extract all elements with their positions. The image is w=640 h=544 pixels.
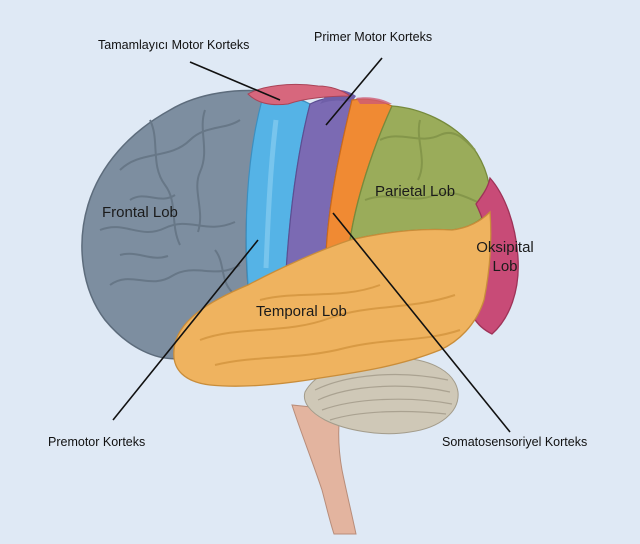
label-primary-motor-cortex: Primer Motor Korteks [314,30,433,44]
label-temporal-lobe: Temporal Lob [256,303,347,320]
temporal-lobe [173,210,492,387]
label-frontal-lobe: Frontal Lob [102,204,178,221]
temporal-gyri [199,284,461,366]
frontal-gyri [99,109,241,293]
parietal-gyri [364,119,486,206]
label-occipital-line2: Lob [492,258,518,275]
cerebellum-folds [314,373,453,421]
leader-supplementary [189,61,281,101]
label-somatosensory-cortex: Somatosensoriyel Korteks [442,435,588,449]
label-occipital-lobe: Oksipital Lob [466,238,544,276]
label-parietal-lobe: Parietal Lob [375,183,456,200]
leader-somatosensory [332,212,511,433]
supplementary-motor-right [356,97,392,104]
leader-premotor [112,239,259,421]
label-supplementary-motor-cortex: Tamamlayıcı Motor Korteks [98,38,250,52]
brainstem [291,404,357,535]
leader-primary-motor [325,57,383,126]
leader-lines [112,57,511,433]
premotor-highlight [263,119,279,269]
label-occipital-line1: Oksipital [476,239,534,256]
label-premotor-cortex: Premotor Korteks [48,435,146,449]
